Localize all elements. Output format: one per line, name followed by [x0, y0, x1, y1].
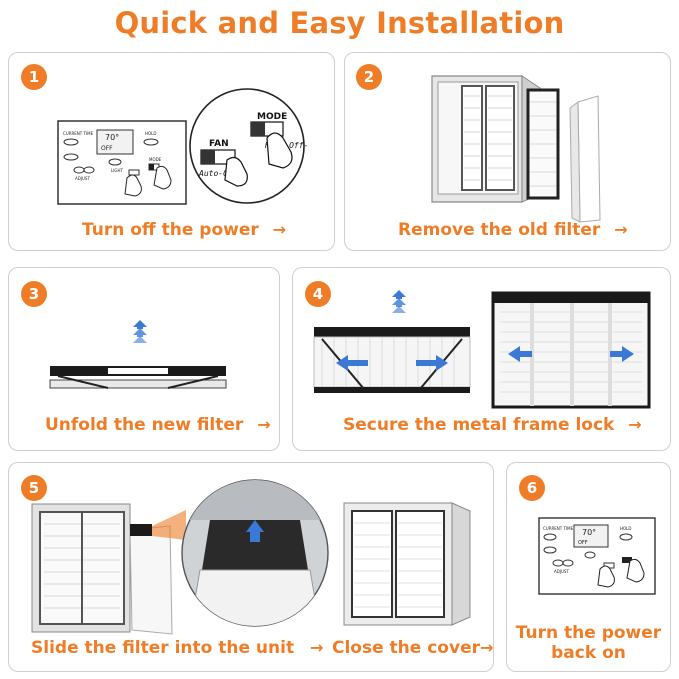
svg-text:70°: 70°	[582, 528, 596, 537]
thermostat-diagram: 70° OFF CURRENT TIME HOLD LIGHT ADJUST M…	[57, 120, 187, 205]
page-title: Quick and Easy Installation	[114, 6, 565, 40]
step-4-caption-text: Secure the metal frame lock	[343, 415, 615, 435]
step-5-caption-2-text: Close the cover	[332, 638, 480, 658]
step-2-badge: 2	[356, 64, 382, 90]
step-5-caption: Slide the filter into the unit →	[31, 638, 323, 658]
step-1-caption-text: Turn off the power	[82, 220, 259, 240]
folded-filter-image	[49, 366, 227, 389]
right-arrow-icon: →	[628, 415, 642, 434]
up-arrow-icon	[392, 290, 406, 313]
step-3-caption-text: Unfold the new filter	[45, 415, 244, 435]
step-4-badge: 4	[305, 281, 331, 307]
step-3-panel	[8, 267, 280, 451]
right-arrow-icon: →	[614, 220, 628, 239]
svg-text:CURRENT TIME: CURRENT TIME	[543, 526, 574, 531]
right-arrow-icon: →	[310, 638, 324, 657]
svg-text:Auto-On: Auto-On	[198, 169, 233, 178]
thermostat-temp-text: 70°	[105, 133, 119, 142]
step-6-caption-line-2: back on	[551, 643, 626, 663]
svg-text:CURRENT TIME: CURRENT TIME	[63, 131, 94, 136]
step-1-badge: 1	[21, 64, 47, 90]
svg-text:HOLD: HOLD	[620, 526, 631, 531]
closed-unit-image	[343, 502, 471, 626]
old-filter-cabinet-image	[431, 75, 601, 223]
half-unfolded-filter-image	[313, 327, 471, 393]
svg-text:LIGHT: LIGHT	[111, 168, 124, 173]
svg-text:HOLD: HOLD	[145, 131, 156, 136]
unit-interior-zoom-circle	[181, 479, 329, 627]
svg-text:OFF: OFF	[578, 540, 588, 546]
step-3-badge: 3	[21, 281, 47, 307]
step-5-badge: 5	[21, 475, 47, 501]
up-arrow-icon	[133, 320, 147, 343]
right-arrow-icon: →	[272, 220, 287, 239]
filter-insert-image	[31, 503, 186, 635]
step-5-caption-text: Slide the filter into the unit	[31, 638, 295, 658]
step-2-caption-text: Remove the old filter	[398, 220, 601, 240]
right-arrow-icon: →	[257, 415, 271, 434]
step-6-caption-line-1: Turn the power	[515, 623, 662, 643]
step-5-caption-2: Close the cover→	[332, 638, 493, 658]
step-3-caption: Unfold the new filter →	[45, 415, 271, 435]
unfolded-filter-image	[491, 291, 651, 409]
svg-text:MODE: MODE	[149, 157, 162, 162]
step-6-badge: 6	[519, 475, 545, 501]
thermostat-off-text: OFF	[101, 145, 113, 152]
switch-zoom-circle: MODE Heat-Off- FAN Auto-On	[189, 88, 308, 204]
thermostat-diagram-on: 70° OFF CURRENT TIME HOLD ADJUST	[538, 517, 656, 595]
step-1-caption: Turn off the power →	[82, 220, 286, 240]
step-2-caption: Remove the old filter →	[398, 220, 628, 240]
fan-label: FAN	[209, 139, 229, 149]
mode-label: MODE	[257, 112, 287, 122]
svg-text:ADJUST: ADJUST	[554, 569, 569, 574]
right-arrow-icon: →	[479, 638, 494, 657]
step-4-caption: Secure the metal frame lock →	[343, 415, 642, 435]
svg-text:ADJUST: ADJUST	[75, 176, 90, 181]
